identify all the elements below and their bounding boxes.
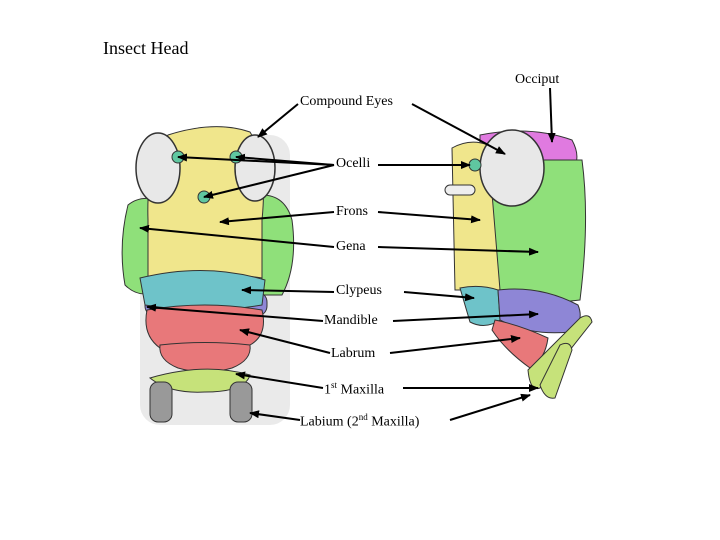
leader-ocelli-3 — [203, 164, 335, 199]
maxilla-text: Maxilla — [340, 382, 385, 398]
labium-text-pre: Labium (2 — [300, 414, 359, 430]
leader-mandible-side — [392, 310, 539, 322]
leader-ocelli-2 — [235, 153, 335, 166]
leader-clypeus-side — [403, 291, 475, 302]
side-ocellus — [468, 158, 482, 172]
labium-text-post: Maxilla) — [371, 414, 420, 430]
front-view-head — [121, 126, 295, 425]
label-occiput: Occiput — [515, 72, 560, 87]
side-clypeus — [459, 285, 501, 326]
leader-mandible-front — [146, 303, 324, 322]
label-compound-eyes: Compound Eyes — [300, 94, 393, 109]
side-compound-eye — [479, 129, 545, 207]
front-compound-eye-right — [234, 134, 276, 202]
label-labrum: Labrum — [331, 346, 376, 361]
leader-labium-front — [249, 410, 301, 421]
front-labium-palp-right — [229, 381, 253, 423]
leader-frons-front — [219, 211, 335, 226]
label-frons: Frons — [336, 204, 368, 219]
maxilla-ordinal: st — [331, 380, 338, 390]
label-clypeus: Clypeus — [336, 283, 382, 298]
label-mandible: Mandible — [324, 313, 378, 328]
leader-gena-front — [139, 224, 335, 248]
leader-maxilla-front — [235, 371, 324, 389]
leader-gena-side — [377, 246, 539, 256]
label-gena: Gena — [336, 239, 366, 254]
side-antenna-stub — [444, 184, 476, 196]
leader-occiput — [547, 87, 556, 143]
label-ocelli: Ocelli — [336, 156, 371, 171]
label-labium: Labium (2nd Maxilla) — [300, 412, 419, 431]
labium-ordinal: nd — [358, 412, 368, 422]
front-compound-eye-left — [135, 132, 181, 204]
leader-clypeus-front — [241, 286, 335, 295]
front-labrum-lower — [159, 342, 251, 373]
side-view-head — [444, 129, 593, 399]
leader-compound-eyes-front — [257, 103, 299, 138]
leader-labrum-side — [389, 335, 521, 354]
slide-title: Insect Head — [103, 38, 189, 58]
front-labium-palp-left — [149, 381, 173, 423]
side-maxilla-palp — [539, 342, 573, 399]
maxilla-number: 1 — [324, 382, 331, 398]
leader-compound-eyes-side — [411, 103, 506, 155]
leader-labrum-front — [239, 328, 331, 354]
label-first-maxilla: 1st Maxilla — [324, 380, 384, 399]
leader-labium-side — [449, 393, 531, 421]
leader-lines — [139, 87, 556, 421]
leader-frons-side — [377, 211, 481, 224]
front-gena-right — [261, 194, 295, 296]
